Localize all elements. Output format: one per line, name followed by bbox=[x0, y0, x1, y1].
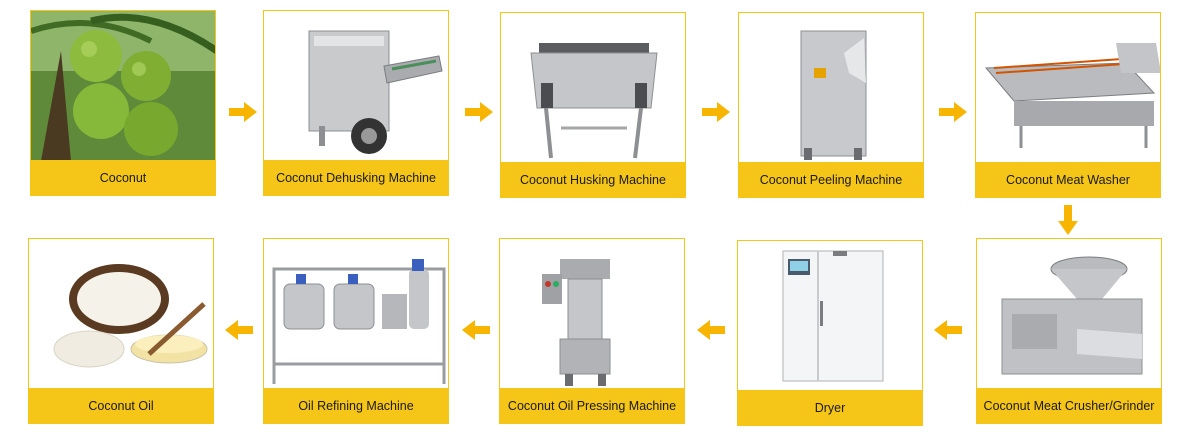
step-label: Oil Refining Machine bbox=[264, 388, 448, 423]
step-label: Coconut Oil Pressing Machine bbox=[500, 388, 684, 423]
step-crusher-grinder: Coconut Meat Crusher/Grinder bbox=[976, 238, 1162, 424]
step-husking: Coconut Husking Machine bbox=[500, 12, 686, 198]
step-coconut-oil: Coconut Oil bbox=[28, 238, 214, 424]
step-meat-washer: Coconut Meat Washer bbox=[975, 12, 1161, 198]
arrow-left-icon bbox=[934, 320, 962, 340]
step-label: Coconut Peeling Machine bbox=[739, 162, 923, 197]
oil-press-photo bbox=[500, 239, 684, 390]
step-label: Coconut Meat Crusher/Grinder bbox=[977, 388, 1161, 423]
step-peeling: Coconut Peeling Machine bbox=[738, 12, 924, 198]
step-coconut: Coconut bbox=[30, 10, 216, 196]
step-label: Coconut Meat Washer bbox=[976, 162, 1160, 197]
step-label: Coconut Dehusking Machine bbox=[264, 160, 448, 195]
arrow-left-icon bbox=[225, 320, 253, 340]
coconut-oil-photo bbox=[29, 239, 213, 390]
dehusking-machine-photo bbox=[264, 11, 448, 162]
arrow-left-icon bbox=[697, 320, 725, 340]
step-label: Coconut Oil bbox=[29, 388, 213, 423]
meat-washer-photo bbox=[976, 13, 1160, 164]
step-dryer: Dryer bbox=[737, 240, 923, 426]
arrow-right-icon bbox=[702, 102, 730, 122]
arrow-right-icon bbox=[229, 102, 257, 122]
husking-machine-photo bbox=[501, 13, 685, 164]
step-oil-pressing: Coconut Oil Pressing Machine bbox=[499, 238, 685, 424]
crusher-grinder-photo bbox=[977, 239, 1161, 390]
peeling-machine-photo bbox=[739, 13, 923, 164]
step-oil-refining: Oil Refining Machine bbox=[263, 238, 449, 424]
dryer-photo bbox=[738, 241, 922, 392]
arrow-left-icon bbox=[462, 320, 490, 340]
coconut-photo bbox=[31, 11, 215, 162]
refining-machine-photo bbox=[264, 239, 448, 390]
step-label: Coconut Husking Machine bbox=[501, 162, 685, 197]
arrow-right-icon bbox=[939, 102, 967, 122]
step-label: Dryer bbox=[738, 390, 922, 425]
arrow-right-icon bbox=[465, 102, 493, 122]
arrow-down-icon bbox=[1058, 205, 1078, 235]
step-dehusking: Coconut Dehusking Machine bbox=[263, 10, 449, 196]
step-label: Coconut bbox=[31, 160, 215, 195]
